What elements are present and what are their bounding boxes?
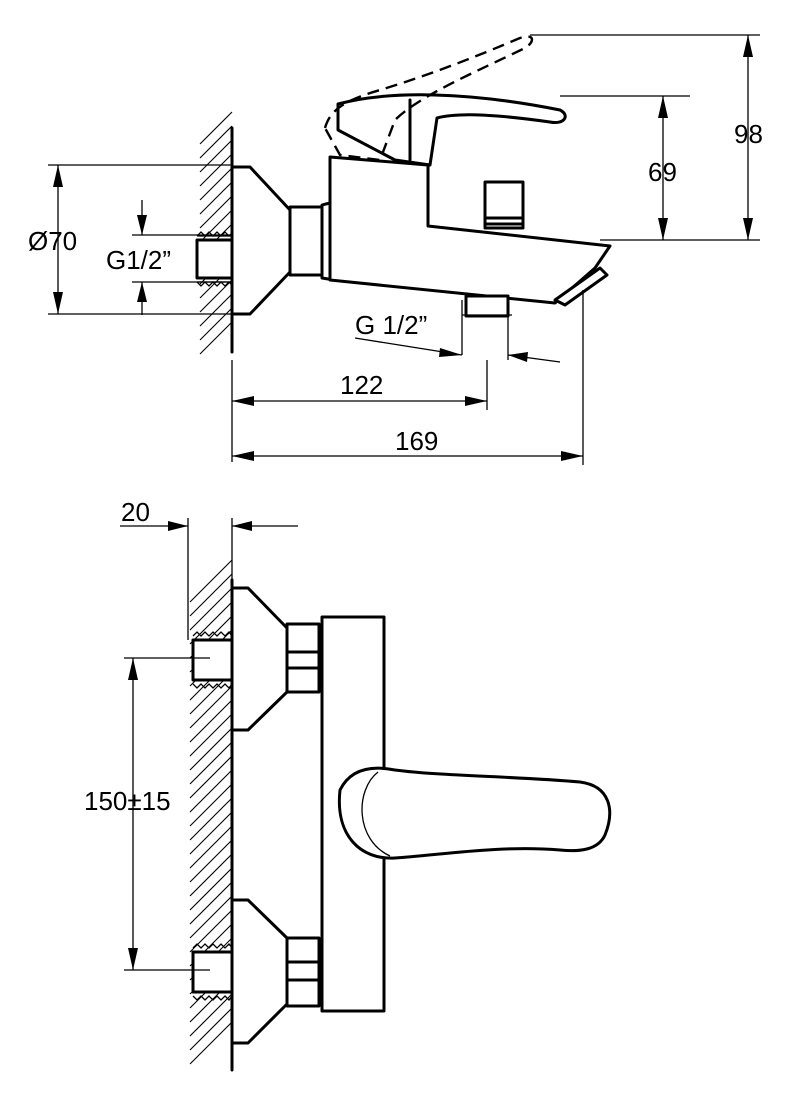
total-depth-label: 169	[395, 426, 438, 456]
outlet-thread-label: G 1/2”	[355, 310, 427, 340]
hatch-line	[189, 881, 233, 925]
hatch-line	[199, 279, 233, 313]
hatch-line	[199, 195, 233, 229]
hatch-line	[189, 825, 233, 869]
lever-raised-outline	[323, 35, 534, 162]
hatch-line	[199, 209, 233, 243]
hatch-line	[199, 321, 233, 355]
dimensions	[48, 34, 760, 971]
lever-height-label: 69	[648, 157, 677, 187]
lower-inlet-front	[191, 898, 321, 1045]
hatch-line	[189, 727, 233, 771]
hatch-line	[199, 111, 233, 145]
hatch-line	[189, 1021, 233, 1065]
hatch-line	[189, 755, 233, 799]
hatch-line	[189, 839, 233, 883]
diameter-label: Ø70	[28, 226, 77, 256]
hatch-line	[189, 797, 233, 841]
hatch-line	[189, 909, 233, 953]
spout-aerator	[553, 266, 609, 307]
hatch-line	[189, 685, 233, 729]
hatch-line	[189, 713, 233, 757]
front-view	[189, 559, 612, 1072]
escutcheon-side	[230, 165, 292, 316]
hatch-line	[189, 783, 233, 827]
hatch-line	[199, 167, 233, 201]
hatch-line	[199, 293, 233, 327]
hatch-line	[189, 811, 233, 855]
hatch-line	[189, 573, 233, 617]
hatch-line	[199, 181, 233, 215]
hatch-line	[189, 559, 233, 603]
lever-handle-side	[336, 93, 567, 167]
hatch-line	[199, 139, 233, 173]
lever-handle-front	[337, 766, 612, 860]
mixer-body-side	[328, 155, 612, 305]
wall-thread-label: G1/2”	[106, 245, 171, 275]
hatch-line	[189, 769, 233, 813]
hatch-line	[189, 699, 233, 743]
hatch-line	[189, 895, 233, 939]
upper-inlet-front	[191, 586, 321, 732]
eccentric-depth-label: 20	[121, 497, 150, 527]
eccentric-nut-side	[288, 205, 324, 277]
hatch-line	[189, 867, 233, 911]
hatch-line	[189, 587, 233, 631]
hatch-line	[189, 741, 233, 785]
hatch-line	[199, 153, 233, 187]
outlet-distance-label: 122	[340, 370, 383, 400]
wall-inlet-connector-side	[195, 231, 237, 287]
hatch-line	[189, 1007, 233, 1051]
hatch-line	[189, 601, 233, 645]
hatch-line	[189, 993, 233, 1037]
hatch-line	[199, 125, 233, 159]
hatch-line	[199, 307, 233, 341]
lever-raised-height-label: 98	[734, 119, 763, 149]
inlet-spacing-label: 150±15	[84, 786, 171, 816]
hatch-line	[189, 853, 233, 897]
outlet-connector-side	[461, 294, 512, 360]
